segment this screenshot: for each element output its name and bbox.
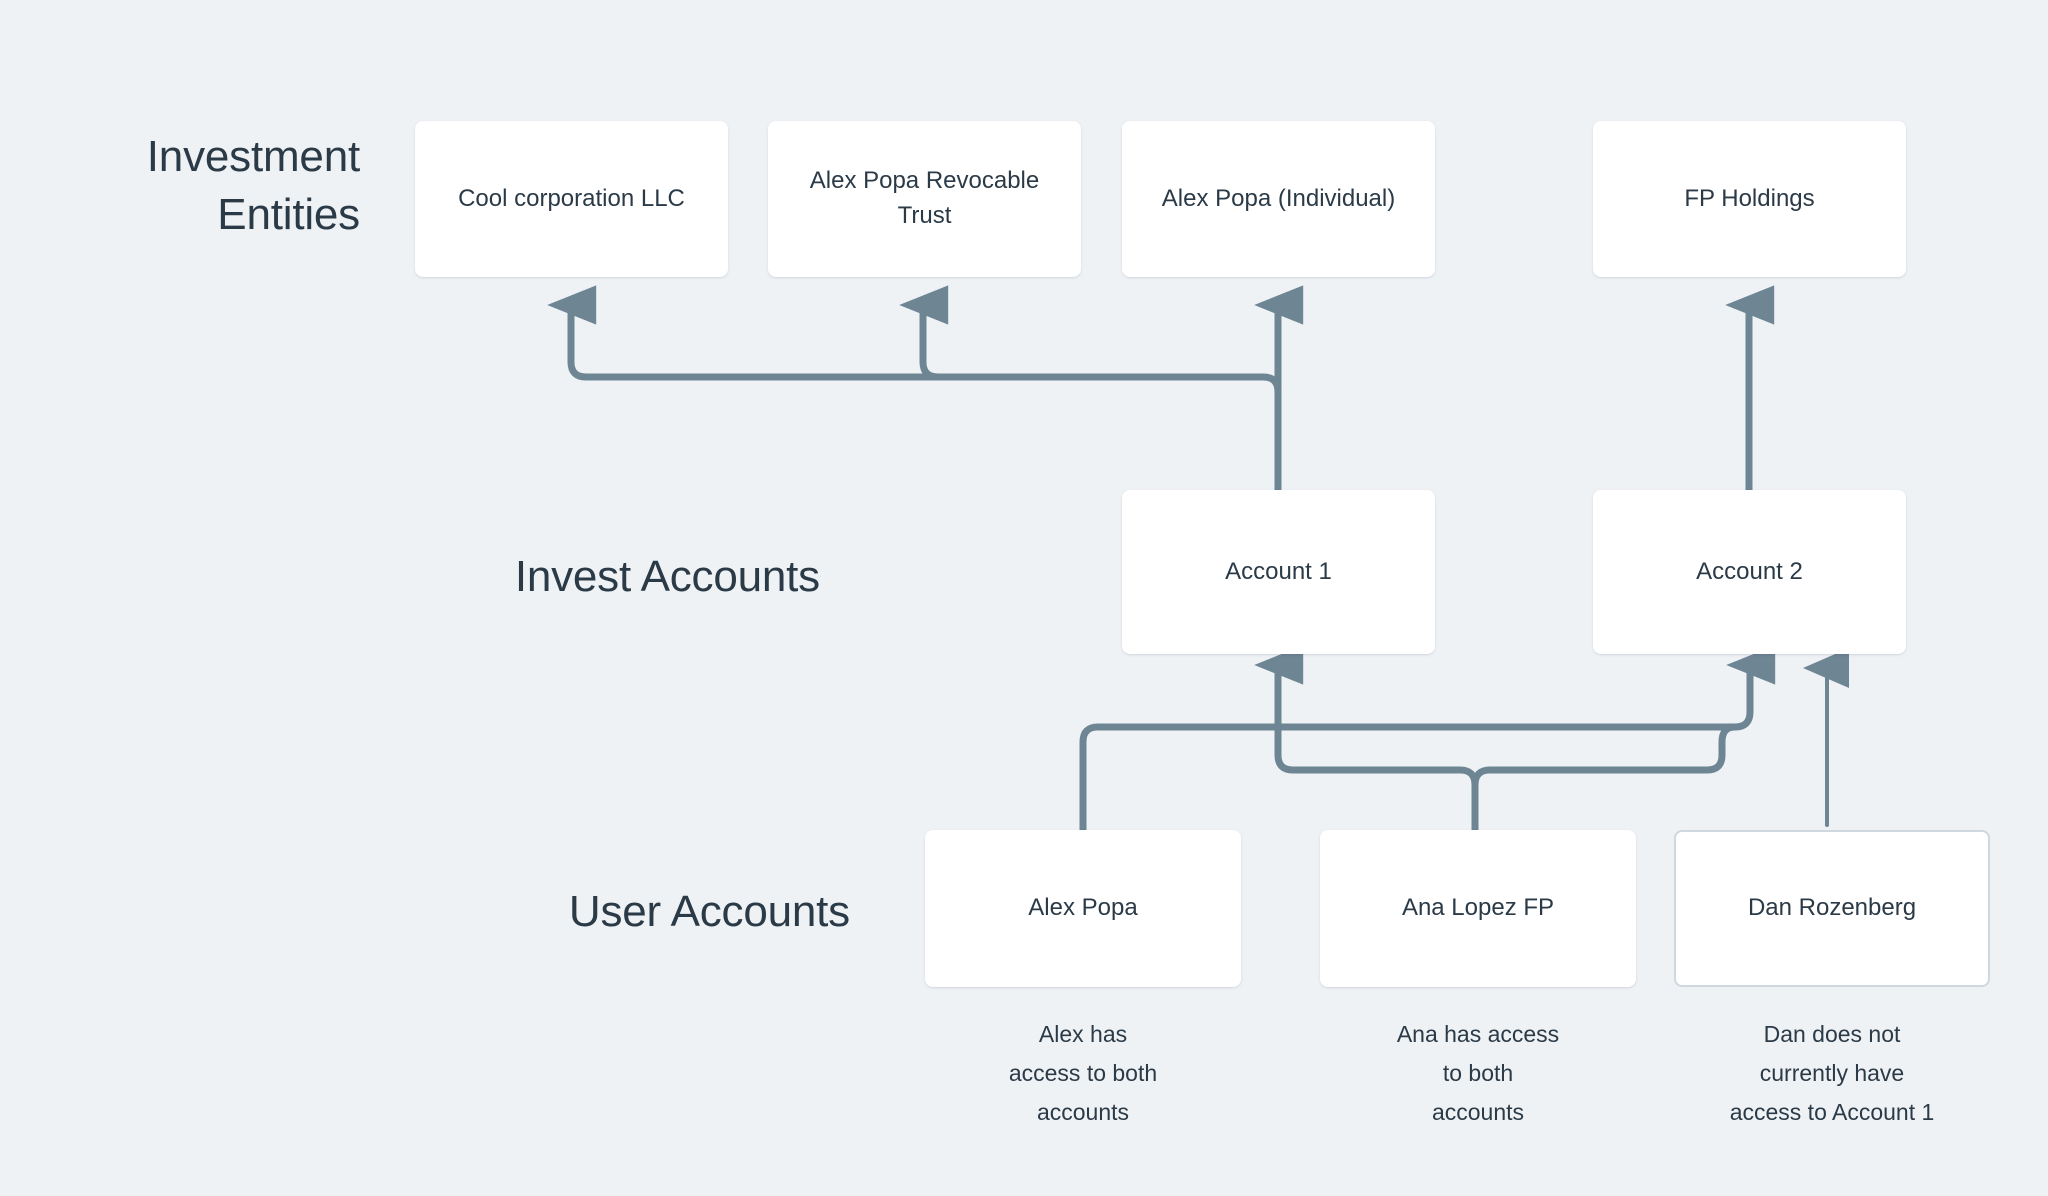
row-label-user-accounts: User Accounts [568, 887, 850, 936]
row-label-invest-accounts: Invest Accounts [514, 552, 820, 601]
row-label-investment-entities: Investment Entities [146, 132, 360, 240]
entity-node-fp-holdings[interactable]: FP Holdings [1593, 121, 1906, 277]
entity-label-fp-holdings: FP Holdings [1684, 184, 1815, 212]
account-node-account-1[interactable]: Account 1 [1122, 490, 1435, 654]
user-node-alex-popa[interactable]: Alex Popa [925, 830, 1241, 987]
entity-node-alex-popa-revocable-trust[interactable]: Alex Popa Revocable Trust [768, 121, 1081, 277]
user-label-ana-lopez-fp: Ana Lopez FP [1401, 894, 1555, 922]
caption-dan-rozenberg: Dan does not currently have access to Ac… [1729, 1021, 1935, 1126]
user-label-dan-rozenberg: Dan Rozenberg [1747, 894, 1917, 922]
connector-ana-lopez-to-account1 [1254, 645, 1479, 834]
account-label-account-2: Account 2 [1696, 557, 1803, 585]
account-label-account-1: Account 1 [1225, 557, 1332, 585]
connector-account1-to-alex-popa-revocable-trust [899, 285, 1282, 494]
user-label-alex-popa: Alex Popa [1028, 894, 1138, 922]
connector-account1-to-cool-corporation-llc [547, 285, 1267, 381]
connector-ana-lopez-to-account2 [1471, 723, 1739, 834]
connector-alex-popa-to-account2 [1079, 645, 1776, 834]
caption-ana-lopez-fp: Ana has access to both accounts [1396, 1021, 1560, 1126]
entity-node-cool-corporation-llc[interactable]: Cool corporation LLC [415, 121, 728, 277]
user-node-ana-lopez-fp[interactable]: Ana Lopez FP [1320, 830, 1636, 987]
entity-label-alex-popa-individual: Alex Popa (Individual) [1161, 184, 1396, 212]
entity-label-cool-corporation-llc: Cool corporation LLC [458, 184, 685, 212]
account-node-account-2[interactable]: Account 2 [1593, 490, 1906, 654]
entity-node-alex-popa-individual[interactable]: Alex Popa (Individual) [1122, 121, 1435, 277]
user-node-dan-rozenberg[interactable]: Dan Rozenberg [1674, 830, 1990, 987]
entity-label-alex-popa-revocable-trust: Alex Popa Revocable Trust [809, 167, 1040, 229]
caption-alex-popa: Alex has access to both accounts [1008, 1021, 1158, 1126]
